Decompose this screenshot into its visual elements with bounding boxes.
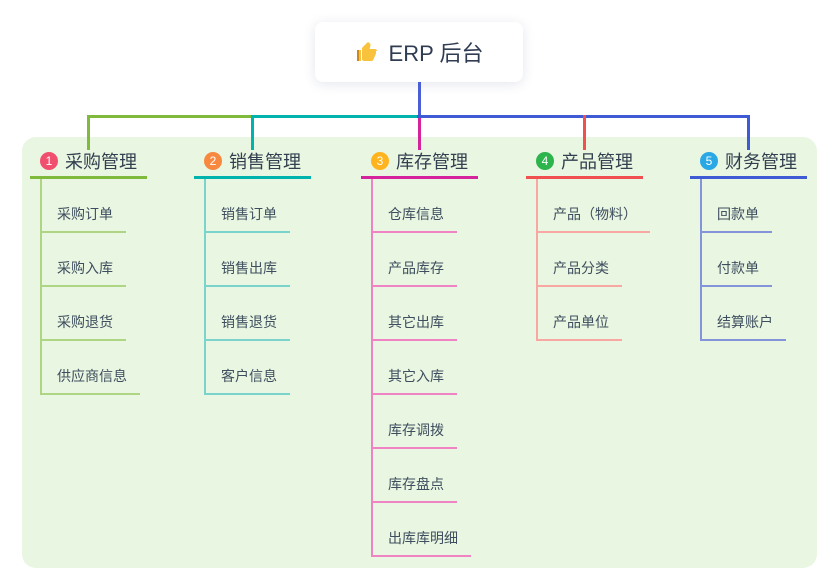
branch-product: 4 产品管理产品（物料）产品分类产品单位	[526, 148, 650, 341]
branch-sales: 2 销售管理销售订单销售出库销售退货客户信息	[194, 148, 311, 395]
mindmap-item-node[interactable]: 采购订单	[42, 179, 126, 233]
connector-drop-3	[418, 118, 421, 150]
mindmap-item-node[interactable]: 回款单	[702, 179, 772, 233]
branch-items-finance: 回款单付款单结算账户	[700, 179, 807, 341]
mindmap-item-node[interactable]: 产品（物料）	[538, 179, 650, 233]
mindmap-item-node[interactable]: 销售出库	[206, 233, 290, 287]
mindmap-item-node[interactable]: 供应商信息	[42, 341, 140, 395]
branch-title-label: 产品管理	[561, 152, 633, 172]
connector-trunk	[418, 82, 421, 118]
branch-title-inventory[interactable]: 3 库存管理	[361, 148, 478, 179]
mindmap-item-node[interactable]: 产品分类	[538, 233, 622, 287]
branch-inventory: 3 库存管理仓库信息产品库存其它出库其它入库库存调拨库存盘点出库库明细	[361, 148, 478, 557]
branch-number-badge: 2	[204, 152, 222, 170]
branch-items-sales: 销售订单销售出库销售退货客户信息	[204, 179, 311, 395]
root-node-erp[interactable]: ERP 后台	[315, 22, 523, 82]
mindmap-item-node[interactable]: 其它出库	[373, 287, 457, 341]
branch-title-finance[interactable]: 5 财务管理	[690, 148, 807, 179]
connector-drop-2	[251, 115, 254, 150]
mindmap-item-node[interactable]: 付款单	[702, 233, 772, 287]
branch-number-badge: 4	[536, 152, 554, 170]
branch-number-badge: 3	[371, 152, 389, 170]
connector-h-green	[87, 115, 253, 118]
mindmap-item-node[interactable]: 产品单位	[538, 287, 622, 341]
mindmap-item-node[interactable]: 仓库信息	[373, 179, 457, 233]
branch-finance: 5 财务管理回款单付款单结算账户	[690, 148, 807, 341]
connector-h-teal	[251, 115, 421, 118]
mindmap-item-node[interactable]: 客户信息	[206, 341, 290, 395]
branch-title-sales[interactable]: 2 销售管理	[194, 148, 311, 179]
thumbs-up-icon	[355, 40, 379, 64]
mindmap-item-node[interactable]: 采购退货	[42, 287, 126, 341]
mindmap-item-node[interactable]: 其它入库	[373, 341, 457, 395]
branch-title-label: 库存管理	[396, 152, 468, 172]
connector-drop-1	[87, 115, 90, 150]
branch-title-label: 财务管理	[725, 152, 797, 172]
branch-items-inventory: 仓库信息产品库存其它出库其它入库库存调拨库存盘点出库库明细	[371, 179, 478, 557]
branch-title-label: 采购管理	[65, 152, 137, 172]
branch-title-product[interactable]: 4 产品管理	[526, 148, 643, 179]
branch-procurement: 1 采购管理采购订单采购入库采购退货供应商信息	[30, 148, 147, 395]
root-node-label: ERP 后台	[388, 41, 484, 66]
mindmap-item-node[interactable]: 结算账户	[702, 287, 786, 341]
branch-title-label: 销售管理	[229, 152, 301, 172]
branch-number-badge: 5	[700, 152, 718, 170]
mindmap-item-node[interactable]: 库存盘点	[373, 449, 457, 503]
mindmap-item-node[interactable]: 销售订单	[206, 179, 290, 233]
branch-number-badge: 1	[40, 152, 58, 170]
branch-title-procurement[interactable]: 1 采购管理	[30, 148, 147, 179]
connector-drop-4	[583, 115, 586, 150]
mindmap-item-node[interactable]: 产品库存	[373, 233, 457, 287]
mindmap-item-node[interactable]: 销售退货	[206, 287, 290, 341]
mindmap-group-panel	[22, 137, 817, 568]
mindmap-item-node[interactable]: 采购入库	[42, 233, 126, 287]
branch-items-procurement: 采购订单采购入库采购退货供应商信息	[40, 179, 147, 395]
mindmap-item-node[interactable]: 出库库明细	[373, 503, 471, 557]
connector-drop-5	[747, 115, 750, 150]
branch-items-product: 产品（物料）产品分类产品单位	[536, 179, 650, 341]
mindmap-item-node[interactable]: 库存调拨	[373, 395, 457, 449]
